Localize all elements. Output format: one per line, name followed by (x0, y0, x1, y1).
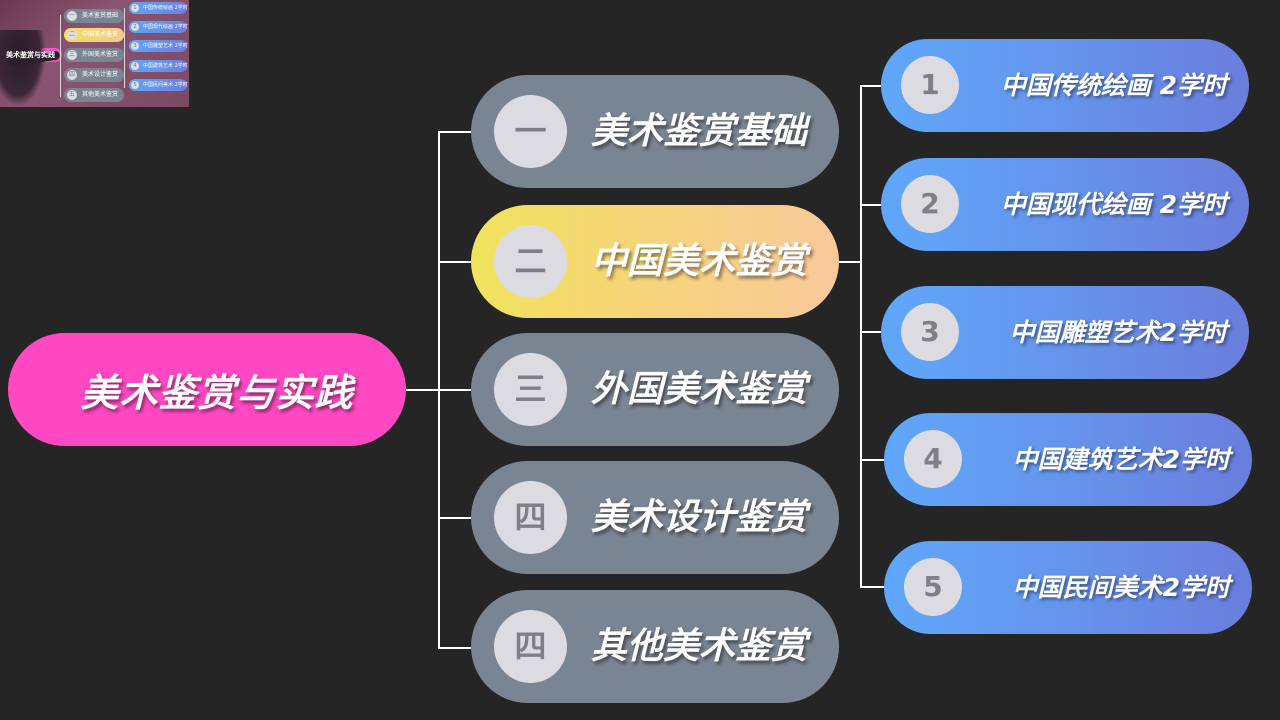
thumbnail-topic-badge: 2 (131, 23, 139, 31)
chapter-number-badge: 三 (494, 353, 567, 426)
topic-node-5[interactable]: 5 中国民间美术2学时 (884, 541, 1252, 634)
thumbnail-topic-badge: 1 (131, 4, 139, 12)
connector-chapter-1 (438, 131, 471, 133)
thumbnail-root-label: 美术鉴赏与实践 (6, 51, 55, 59)
chapter-node-1[interactable]: 一 美术鉴赏基础 (471, 75, 839, 188)
thumbnail-topic-item: 2 中国现代绘画 2学时 (129, 21, 188, 33)
thumbnail-topic-item: 5 中国民间美术 2学时 (129, 79, 188, 91)
connector-root (406, 389, 439, 391)
chapter-label: 美术设计鉴赏 (591, 497, 808, 538)
topic-label: 中国现代绘画 2学时 (1000, 190, 1227, 219)
thumbnail-chapter-item: 二 中国美术鉴赏 (64, 28, 124, 42)
chapter-node-4[interactable]: 四 美术设计鉴赏 (471, 461, 839, 574)
connector-active-chapter (839, 261, 861, 263)
thumbnail-chapter-label: 美术鉴赏基础 (82, 12, 119, 19)
topic-node-4[interactable]: 4 中国建筑艺术2学时 (884, 413, 1252, 506)
thumbnail-chapter-label: 美术设计鉴赏 (82, 71, 119, 78)
connector-topic-4 (860, 459, 885, 461)
thumbnail-chapter-badge: 四 (67, 70, 77, 80)
topic-label: 中国民间美术2学时 (1012, 573, 1230, 602)
chapter-label: 中国美术鉴赏 (591, 241, 808, 282)
thumbnail-topic-badge: 3 (131, 42, 139, 50)
topic-number-badge: 1 (901, 56, 959, 114)
thumbnail-chapter-item: 一 美术鉴赏基础 (64, 9, 124, 23)
chapter-number-badge: 二 (494, 225, 567, 298)
connector-chapter-4 (438, 517, 471, 519)
thumbnail-chapter-badge: 三 (67, 50, 77, 60)
thumbnail-chapter-badge: 一 (67, 11, 77, 21)
root-node[interactable]: 美术鉴赏与实践 (8, 333, 406, 446)
slide-thumbnail[interactable]: 一 美术鉴赏基础 二 中国美术鉴赏 三 外国美术鉴赏 四 美术设计鉴赏 五 其他… (0, 0, 189, 107)
thumbnail-topic-label: 中国雕塑艺术 2学时 (143, 43, 188, 49)
topic-node-1[interactable]: 1 中国传统绘画 2学时 (881, 39, 1249, 132)
chapter-node-2-active[interactable]: 二 中国美术鉴赏 (471, 205, 839, 318)
topic-number-badge: 3 (901, 303, 959, 361)
topic-number-badge: 4 (904, 430, 962, 488)
connector-topic-2 (860, 204, 881, 206)
topic-node-2[interactable]: 2 中国现代绘画 2学时 (881, 158, 1249, 251)
chapter-number-badge: 四 (494, 610, 567, 683)
topic-number-badge: 2 (901, 175, 959, 233)
thumbnail-topic-badge: 4 (131, 62, 139, 70)
thumbnail-chapter-label: 外国美术鉴赏 (82, 51, 119, 58)
thumbnail-chapter-badge: 五 (67, 90, 77, 100)
thumbnail-chapter-item: 四 美术设计鉴赏 (64, 68, 124, 82)
connector-chapter-5 (438, 647, 471, 649)
thumbnail-topic-label: 中国现代绘画 2学时 (143, 24, 188, 30)
thumbnail-topic-badge: 5 (131, 81, 139, 89)
chapter-number-badge: 四 (494, 481, 567, 554)
chapter-label: 外国美术鉴赏 (591, 369, 808, 410)
thumbnail-chapter-badge: 二 (67, 30, 77, 40)
connector-topic-5 (860, 586, 885, 588)
topic-label: 中国传统绘画 2学时 (1000, 71, 1227, 100)
thumbnail-chapter-item: 三 外国美术鉴赏 (64, 48, 124, 62)
root-label: 美术鉴赏与实践 (80, 371, 354, 415)
chapter-label: 美术鉴赏基础 (591, 111, 808, 152)
connector-topic-1 (860, 85, 881, 87)
connector-chapter-3 (438, 389, 471, 391)
thumbnail-topic-label: 中国传统绘画 2学时 (143, 5, 188, 11)
thumbnail-topic-label: 中国建筑艺术 2学时 (143, 63, 188, 69)
thumbnail-connector (60, 15, 61, 97)
chapter-label: 其他美术鉴赏 (591, 626, 808, 667)
thumbnail-topic-item: 4 中国建筑艺术 2学时 (129, 60, 188, 72)
thumbnail-topic-item: 1 中国传统绘画 2学时 (129, 2, 188, 14)
thumbnail-chapter-label: 其他美术鉴赏 (82, 91, 119, 98)
thumbnail-connector (124, 8, 125, 88)
thumbnail-chapter-label: 中国美术鉴赏 (82, 31, 119, 38)
connector-chapter-2 (438, 261, 471, 263)
connector-topic-3 (860, 331, 881, 333)
topic-label: 中国雕塑艺术2学时 (1009, 318, 1227, 347)
topic-label: 中国建筑艺术2学时 (1012, 445, 1230, 474)
presenter-figure (0, 30, 46, 107)
topic-node-3[interactable]: 3 中国雕塑艺术2学时 (881, 286, 1249, 379)
thumbnail-chapter-item: 五 其他美术鉴赏 (64, 88, 124, 102)
thumbnail-topic-item: 3 中国雕塑艺术 2学时 (129, 40, 188, 52)
chapter-node-3[interactable]: 三 外国美术鉴赏 (471, 333, 839, 446)
chapter-number-badge: 一 (494, 95, 567, 168)
chapter-node-5[interactable]: 四 其他美术鉴赏 (471, 590, 839, 703)
thumbnail-topic-label: 中国民间美术 2学时 (143, 82, 188, 88)
connector-topics-spine (860, 85, 862, 588)
topic-number-badge: 5 (904, 558, 962, 616)
